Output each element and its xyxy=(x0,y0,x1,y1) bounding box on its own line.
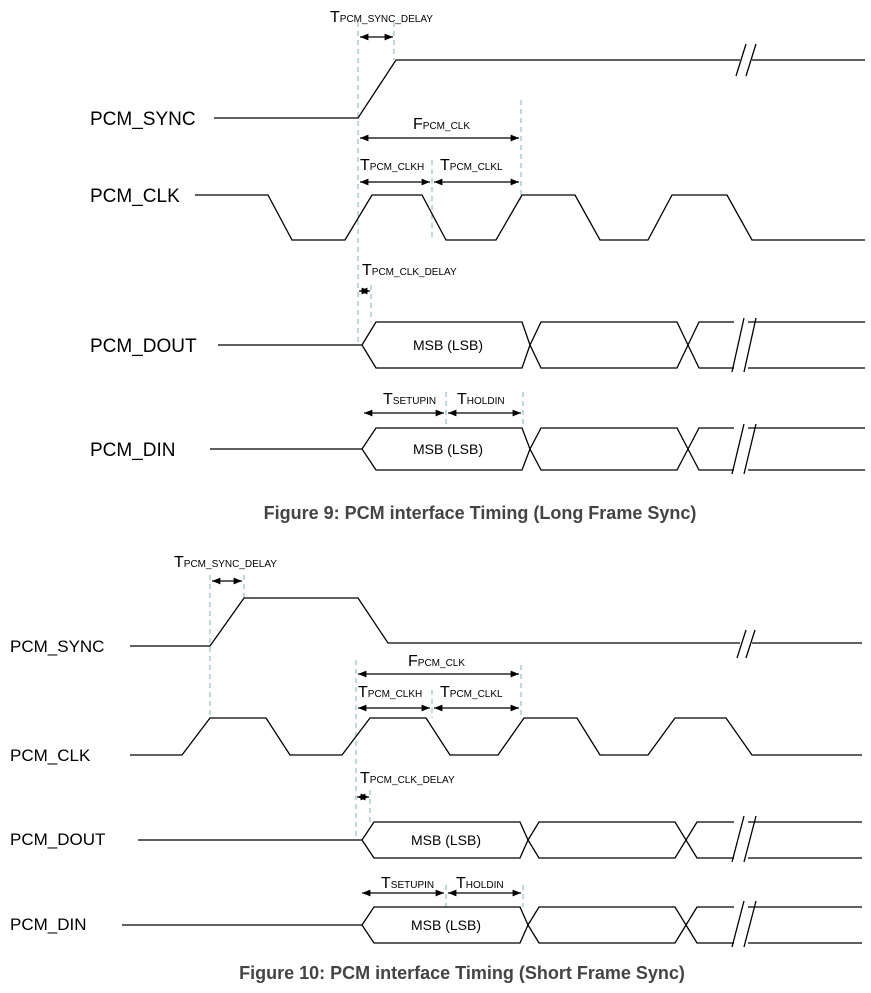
break-mark xyxy=(745,629,756,659)
pcm-dout-label: PCM_DOUT xyxy=(90,336,197,357)
dout-msb-label: MSB (LSB) xyxy=(411,832,481,848)
break-mark xyxy=(735,43,747,77)
break-mark xyxy=(743,900,757,948)
pcm-clk-label: PCM_CLK xyxy=(10,746,91,765)
break-mark xyxy=(743,317,757,373)
break-mark xyxy=(743,423,757,475)
figure-9-caption: Figure 9: PCM interface Timing (Long Fra… xyxy=(264,503,697,523)
break-mark xyxy=(743,815,757,863)
pcm-dout-label: PCM_DOUT xyxy=(10,830,105,849)
pcm-sync-label: PCM_SYNC xyxy=(90,109,196,130)
pcm-din-label: PCM_DIN xyxy=(10,915,87,934)
dout-msb-label: MSB (LSB) xyxy=(413,337,483,353)
break-mark xyxy=(731,317,745,373)
clk-high-label: TPCM_CLKH xyxy=(360,157,424,174)
pcm-dout-waveform xyxy=(218,321,865,369)
pcm-clk-waveform xyxy=(195,194,865,241)
din-msb-label: MSB (LSB) xyxy=(411,917,481,933)
break-mark xyxy=(731,900,745,948)
pcm-sync-waveform xyxy=(130,597,862,647)
setup-label: TSETUPIN xyxy=(381,875,434,892)
pcm-dout-waveform xyxy=(138,821,862,859)
pcm-din-label: PCM_DIN xyxy=(90,440,176,461)
break-mark xyxy=(731,815,745,863)
figure-9: PCM_SYNC PCM_CLK PCM_DOUT PCM_DIN MSB (L… xyxy=(90,9,865,523)
pcm-sync-label: PCM_SYNC xyxy=(10,637,104,656)
pcm-sync-waveform xyxy=(214,59,865,119)
clk-period-label: FPCM_CLK xyxy=(408,653,465,670)
pcm-clk-label: PCM_CLK xyxy=(90,186,180,207)
hold-label: THOLDIN xyxy=(457,391,505,408)
setup-label: TSETUPIN xyxy=(383,391,436,408)
clk-period-label: FPCM_CLK xyxy=(413,116,470,133)
break-mark xyxy=(731,423,745,475)
pcm-din-waveform xyxy=(122,906,862,944)
din-msb-label: MSB (LSB) xyxy=(413,441,483,457)
sync-delay-label: TPCM_SYNC_DELAY xyxy=(330,9,433,26)
clk-high-label: TPCM_CLKH xyxy=(358,684,422,701)
clk-low-label: TPCM_CLKL xyxy=(440,684,503,701)
clk-low-label: TPCM_CLKL xyxy=(440,157,503,174)
sync-delay-label: TPCM_SYNC_DELAY xyxy=(174,554,277,571)
figure-10: PCM_SYNC PCM_CLK PCM_DOUT PCM_DIN MSB (L… xyxy=(10,554,862,983)
figure-10-caption: Figure 10: PCM interface Timing (Short F… xyxy=(239,963,685,983)
pcm-din-waveform xyxy=(210,427,865,471)
clk-delay-label: TPCM_CLK_DELAY xyxy=(362,262,457,279)
clk-delay-label: TPCM_CLK_DELAY xyxy=(360,770,455,787)
hold-label: THOLDIN xyxy=(456,875,504,892)
break-mark xyxy=(745,43,757,77)
break-mark xyxy=(736,629,747,659)
pcm-clk-waveform xyxy=(130,717,862,756)
